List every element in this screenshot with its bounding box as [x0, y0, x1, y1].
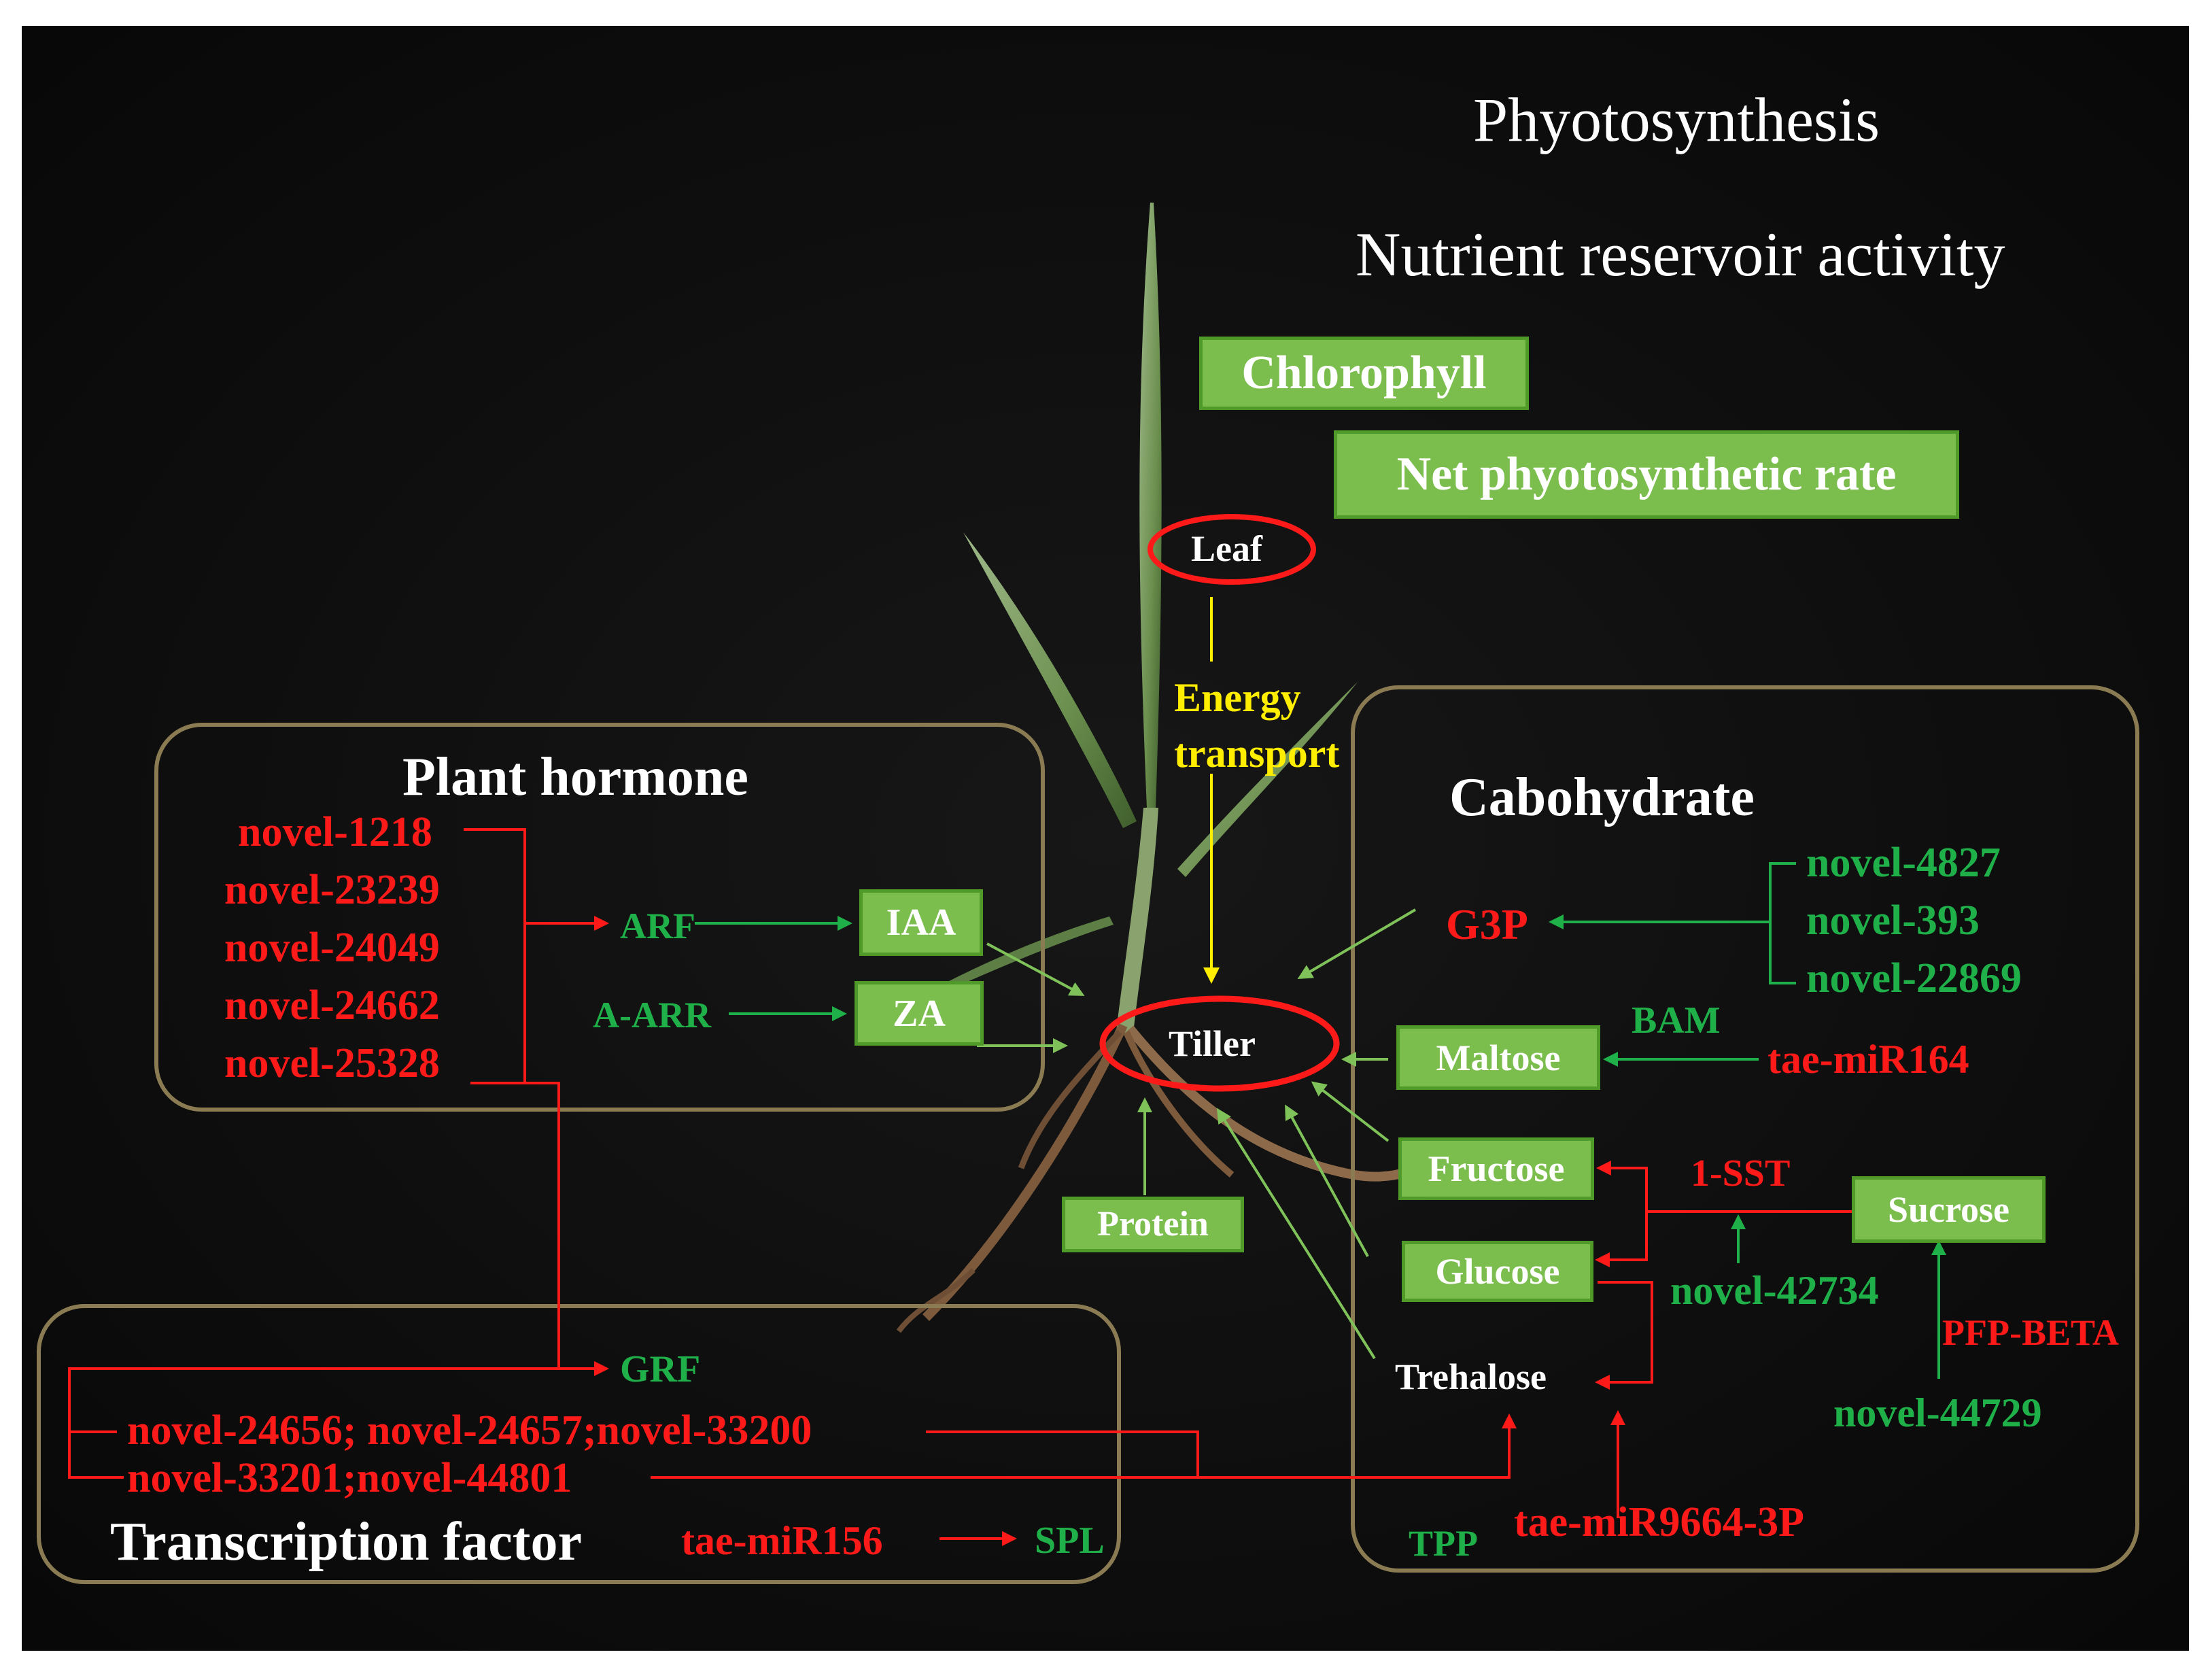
root-3 — [1123, 1030, 1235, 1178]
leaf-blade-tall — [1139, 203, 1162, 808]
sucrose-to-fructose — [1596, 1161, 1854, 1213]
tf-mirnas-line-1: novel-24656; novel-24657;novel-33200 — [127, 1407, 812, 1454]
mir9664-label: tae-miR9664-3P — [1514, 1499, 1804, 1545]
one-sst-label: 1-SST — [1691, 1152, 1791, 1195]
tiller-ellipse — [1099, 995, 1340, 1092]
mir164-label: tae-miR164 — [1767, 1037, 1969, 1082]
leaf-label: Leaf — [1191, 528, 1262, 569]
g3p-to-tiller — [1297, 908, 1417, 980]
carbohydrate-title: Cabohydrate — [1449, 768, 1755, 827]
glucose-box: Glucose — [1402, 1241, 1593, 1302]
plant-illustration — [22, 26, 2189, 1651]
net-photosynthetic-rate-box: Net phyotosynthetic rate — [1334, 430, 1959, 519]
g3p-mirna-1: novel-4827 — [1806, 840, 2001, 886]
leaf-ellipse — [1148, 514, 1316, 585]
tf-left-bracket — [68, 1367, 566, 1433]
plant-hormone-title: Plant hormone — [402, 747, 748, 807]
tf-left-bracket-lower — [68, 1432, 124, 1479]
trehalose-to-tiller — [1216, 1108, 1376, 1360]
maltose-box: Maltose — [1396, 1025, 1600, 1090]
novel-42734-label: novel-42734 — [1670, 1268, 1879, 1313]
nutrient-reservoir-label: Nutrient reservoir activity — [1356, 220, 2005, 289]
fructose-box: Fructose — [1398, 1137, 1594, 1200]
hormone-bracket — [464, 828, 526, 1084]
novel-line-2 — [651, 1413, 1517, 1479]
glucose-to-tiller — [1285, 1104, 1369, 1257]
connector-lines — [68, 514, 1946, 1546]
pfp-beta-label: PFP-BETA — [1942, 1312, 2119, 1353]
hormone-mirna-4: novel-24662 — [224, 982, 440, 1029]
g3p-bracket — [1769, 862, 1796, 984]
g3p-mirna-3: novel-22869 — [1806, 955, 2022, 1001]
hormone-mirna-1: novel-1218 — [238, 809, 432, 855]
novel-44729-label: novel-44729 — [1833, 1390, 2042, 1435]
trehalose-label: Trehalose — [1395, 1356, 1547, 1397]
a-arr-label: A-ARR — [593, 995, 711, 1035]
transcription-factor-title: Transcription factor — [110, 1512, 582, 1572]
carbohydrate-panel — [1351, 685, 2139, 1573]
g3p-mirna-2: novel-393 — [1806, 897, 1980, 944]
leaf-sheath — [1116, 808, 1158, 1033]
hormone-mirna-2: novel-23239 — [224, 867, 440, 913]
tpp-label: TPP — [1409, 1523, 1478, 1564]
leaf-blade-right — [1177, 682, 1358, 877]
sucrose-box: Sucrose — [1852, 1176, 2046, 1243]
diagram-canvas: Phyotosynthesis Nutrient reservoir activ… — [22, 26, 2189, 1651]
bracket-to-grf — [525, 1082, 609, 1376]
chlorophyll-box: Chlorophyll — [1199, 337, 1529, 410]
sucrose-to-glucose — [1595, 1212, 1648, 1267]
protein-box: Protein — [1062, 1197, 1244, 1252]
plant-hormone-panel — [154, 723, 1045, 1112]
grf-label: GRF — [620, 1348, 701, 1390]
iaa-to-tiller — [986, 942, 1085, 996]
photosynthesis-label: Phyotosynthesis — [1473, 85, 1880, 154]
tiller-label: Tiller — [1169, 1023, 1256, 1064]
energy-transport-label-2: transport — [1174, 731, 1340, 776]
spl-label: SPL — [1035, 1520, 1105, 1562]
za-box: ZA — [855, 981, 984, 1046]
fructose-to-tiller — [1311, 1081, 1390, 1142]
arf-label: ARF — [620, 906, 695, 946]
hormone-mirna-3: novel-24049 — [224, 925, 440, 971]
root-5 — [896, 1268, 976, 1333]
trehalose-glucose-bracket — [1595, 1281, 1653, 1390]
energy-transport-label-1: Energy — [1174, 675, 1301, 720]
iaa-box: IAA — [859, 889, 983, 956]
transcription-factor-panel — [37, 1304, 1121, 1584]
novel-line-1 — [926, 1430, 1199, 1477]
hormone-mirna-5: novel-25328 — [224, 1040, 440, 1086]
g3p-label: G3P — [1446, 900, 1528, 948]
tf-mirnas-line-2: novel-33201;novel-44801 — [127, 1455, 572, 1501]
bam-label: BAM — [1632, 999, 1721, 1042]
mir156-label: tae-miR156 — [681, 1518, 883, 1563]
leaf-blade-left — [963, 532, 1137, 828]
